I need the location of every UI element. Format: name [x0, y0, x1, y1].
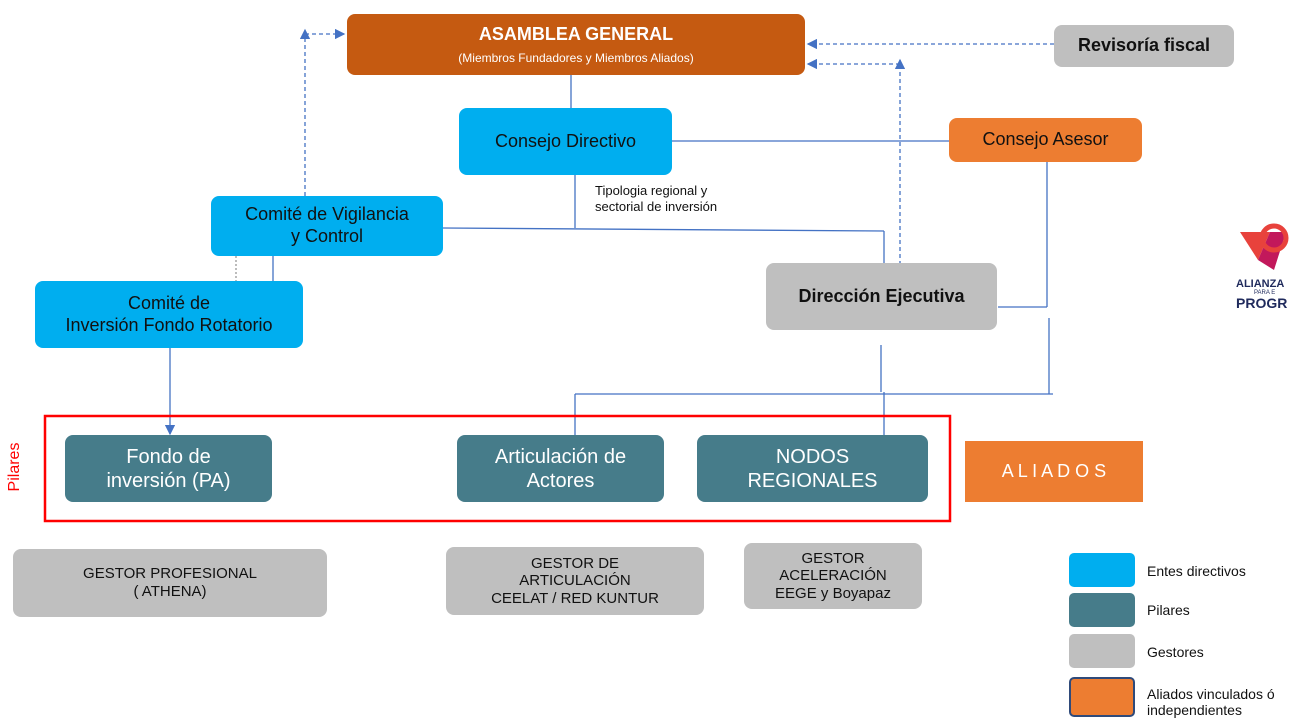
revisoria-fiscal-box: Revisoría fiscal: [1054, 25, 1234, 67]
consejo-asesor-box: Consejo Asesor: [949, 118, 1142, 162]
consejo-asesor-label: Consejo Asesor: [982, 129, 1109, 150]
aliados-label: A L I A D O S: [1001, 460, 1107, 481]
pilares-frame: [43, 414, 952, 523]
legend-label-aliados: Aliados vinculados ó independientes: [1147, 686, 1275, 719]
pilar-fondo-inversion: Fondo de inversión (PA): [65, 435, 272, 502]
logo-mark-icon: [1240, 223, 1289, 270]
gestor-profesional-box: GESTOR PROFESIONAL ( ATHENA): [13, 549, 327, 617]
direccion-ejecutiva-box: Dirección Ejecutiva: [766, 263, 997, 330]
pilar-articulacion-actores: Articulación de Actores: [457, 435, 664, 502]
legend-swatch-aliados: [1069, 677, 1135, 717]
comite-vigilancia-box: Comité de Vigilancia y Control: [211, 196, 443, 256]
asamblea-general-box: ASAMBLEA GENERAL (Miembros Fundadores y …: [347, 14, 805, 75]
consejo-directivo-label: Consejo Directivo: [494, 130, 637, 151]
legend-label-gestores: Gestores: [1147, 644, 1204, 660]
legend-swatch-gestores: [1069, 634, 1135, 668]
pilares-side-label: Pilares: [6, 442, 23, 492]
asamblea-subtitle: (Miembros Fundadores y Miembros Aliados): [458, 51, 694, 66]
direccion-label: Dirección Ejecutiva: [798, 285, 965, 306]
legend-swatch-pilares: [1069, 593, 1135, 627]
revisoria-label: Revisoría fiscal: [1077, 35, 1211, 56]
comite-inversion-box: Comité de Inversión Fondo Rotatorio: [35, 281, 303, 348]
legend-swatch-entes: [1069, 553, 1135, 587]
gestor-aceleracion-box: GESTOR ACELERACIÓN EEGE y Boyapaz: [744, 543, 922, 609]
alianza-logo: ALIANZA PARA E PROGR: [1236, 222, 1293, 322]
pilar-nodos-regionales: NODOS REGIONALES: [697, 435, 928, 502]
gestor-articulacion-box: GESTOR DE ARTICULACIÓN CEELAT / RED KUNT…: [446, 547, 704, 615]
asamblea-title: ASAMBLEA GENERAL: [478, 23, 674, 44]
consejo-directivo-box: Consejo Directivo: [459, 108, 672, 175]
legend-label-pilares: Pilares: [1147, 602, 1190, 618]
tipologia-label: Tipologia regional y sectorial de invers…: [595, 183, 718, 215]
legend-label-entes: Entes directivos: [1147, 563, 1246, 579]
aliados-box: A L I A D O S: [965, 441, 1143, 502]
